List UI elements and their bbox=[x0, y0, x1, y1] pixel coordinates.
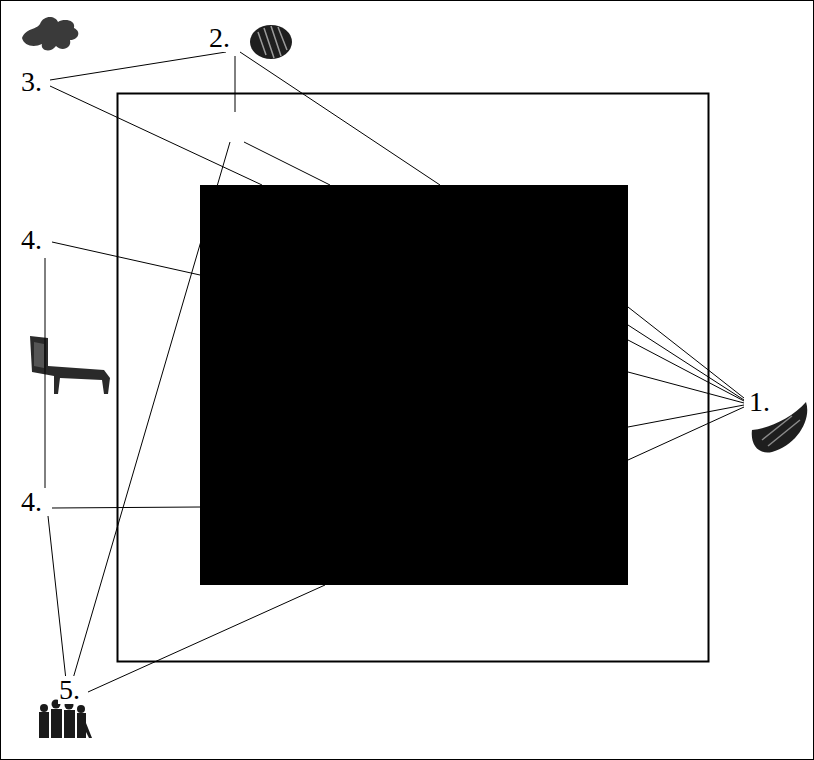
callout-number: 4. bbox=[20, 226, 43, 254]
callout-number: 3. bbox=[20, 68, 43, 96]
oval-stone bbox=[250, 25, 292, 59]
people-group bbox=[39, 700, 92, 739]
callout-number: 2. bbox=[208, 24, 231, 52]
leader-lines bbox=[45, 52, 744, 692]
cloud-blob bbox=[22, 17, 78, 50]
callout-number: 4. bbox=[20, 488, 43, 516]
black-square bbox=[200, 185, 628, 585]
outer-square bbox=[118, 94, 709, 662]
chair-figure bbox=[30, 336, 110, 394]
callout-number: 5. bbox=[58, 676, 81, 704]
callout-number: 1. bbox=[748, 388, 771, 416]
